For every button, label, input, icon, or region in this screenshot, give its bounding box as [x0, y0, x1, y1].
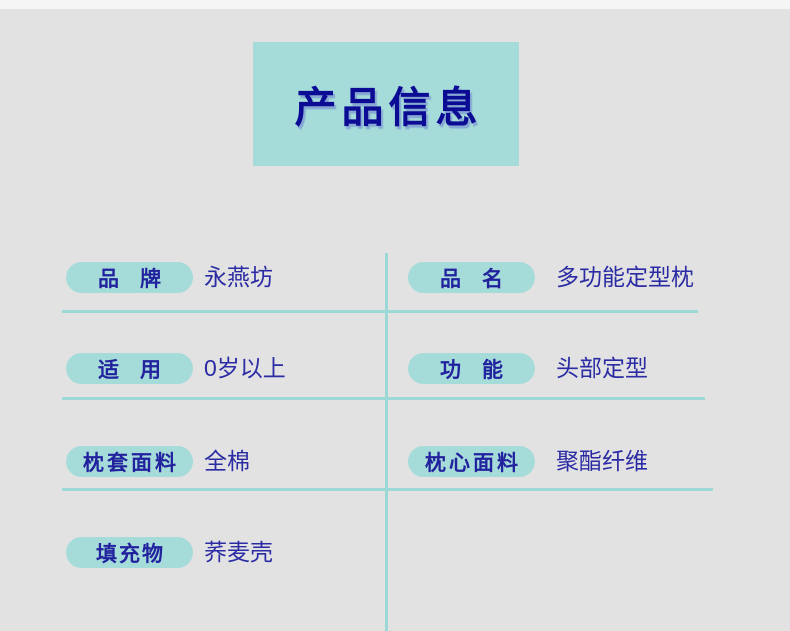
field-filling-pill: 填充物	[66, 537, 193, 568]
row-divider-2	[62, 397, 705, 400]
top-strip	[0, 0, 790, 9]
field-cover-fabric-value: 全棉	[204, 448, 250, 474]
field-function-value: 头部定型	[556, 355, 648, 381]
field-brand-value: 永燕坊	[204, 264, 273, 290]
field-function-pill: 功 能	[408, 353, 535, 384]
field-cover-fabric-pill: 枕套面料	[66, 446, 193, 477]
vertical-divider	[385, 253, 388, 631]
field-filling-value: 荞麦壳	[204, 539, 273, 565]
field-brand-pill: 品 牌	[66, 262, 193, 293]
field-core-fabric-pill: 枕心面料	[408, 446, 535, 477]
field-name-value: 多功能定型枕	[556, 264, 694, 290]
field-core-fabric-value: 聚酯纤维	[556, 448, 648, 474]
field-age-pill: 适 用	[66, 353, 193, 384]
title-box: 产品信息	[253, 42, 519, 166]
field-age-value: 0岁以上	[204, 355, 286, 381]
page-title: 产品信息	[294, 83, 483, 131]
row-divider-1	[62, 310, 698, 313]
field-name-pill: 品 名	[408, 262, 535, 293]
row-divider-3	[62, 488, 713, 491]
